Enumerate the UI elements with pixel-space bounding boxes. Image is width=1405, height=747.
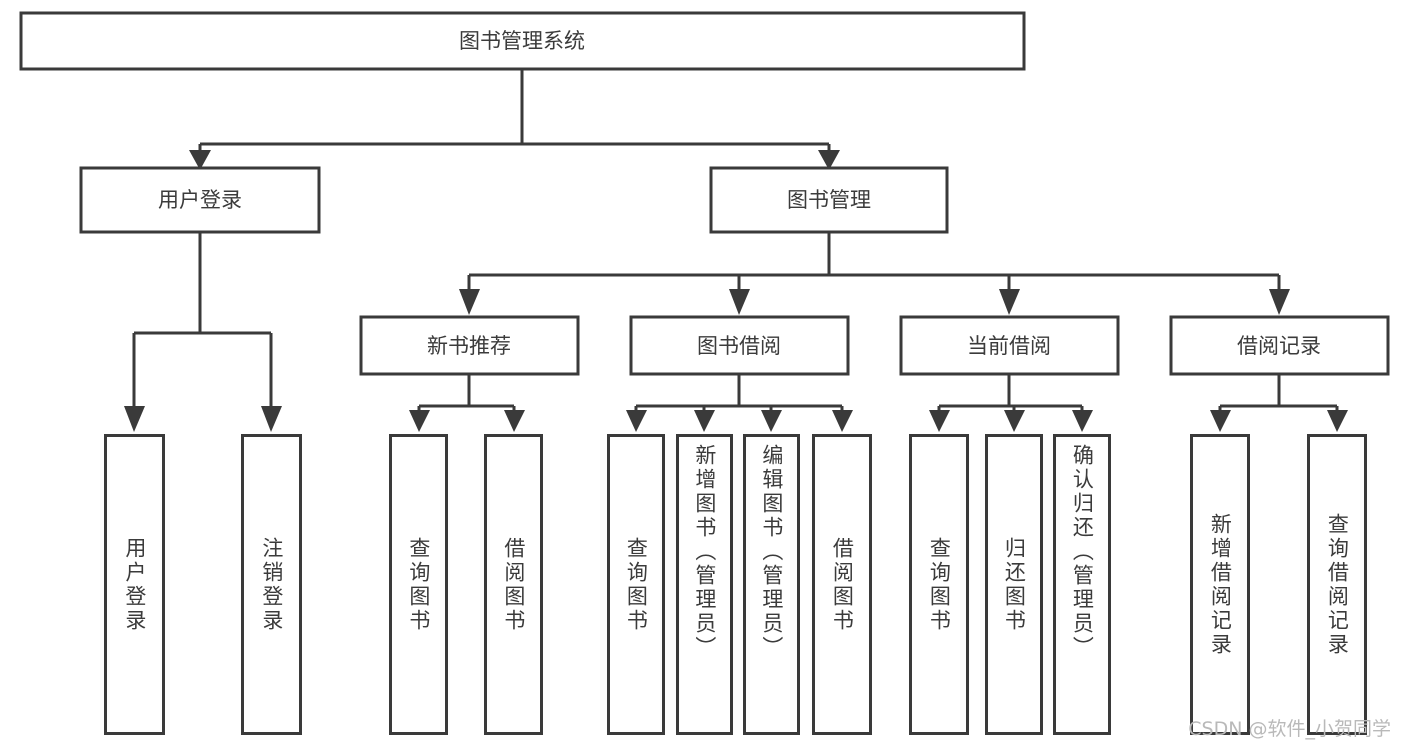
node-current-borrow-label: 当前借阅 [967,334,1051,358]
leaf-return-book[interactable]: 归还图书 [985,434,1043,735]
arrow-head-leaf-query-book-2 [626,410,647,432]
node-book-manage[interactable]: 图书管理 [709,166,949,234]
arrow-head-leaf-query-book-1 [409,410,430,432]
leaf-query-book-2-label: 查询图书 [624,536,649,633]
node-new-book-recommend-label: 新书推荐 [427,334,511,358]
node-title-label: 图书管理系统 [459,29,585,53]
node-borrow-record-rect[interactable] [1169,315,1390,376]
leaf-query-book-2[interactable]: 查询图书 [607,434,665,735]
arrow-head-leaf-edit-book-admin [761,410,782,432]
arrow-head-borrow-record [1269,289,1290,315]
node-book-borrow-label: 图书借阅 [697,334,781,358]
node-borrow-record[interactable]: 借阅记录 [1169,315,1390,376]
arrow-head-leaf-return-book [1004,410,1025,432]
leaf-query-borrow-record[interactable]: 查询借阅记录 [1307,434,1367,735]
leaf-add-borrow-record-label: 新增借阅记录 [1208,512,1233,657]
leaf-borrow-book-1-label: 借阅图书 [501,536,526,633]
arrow-head-leaf-confirm-return-admin [1072,410,1093,432]
leaf-confirm-return-admin[interactable]: 确认归还（管理员） [1053,434,1111,735]
node-current-borrow-rect[interactable] [899,315,1120,376]
leaf-borrow-book-2-label: 借阅图书 [830,536,855,633]
leaf-query-book-1[interactable]: 查询图书 [389,434,448,735]
arrow-head-book-manage [818,150,840,170]
leaf-confirm-return-admin-label: 确认归还（管理员） [1070,444,1095,660]
node-new-book-recommend-rect[interactable] [359,315,580,376]
leaf-query-book-3-label: 查询图书 [927,536,952,633]
node-book-manage-label: 图书管理 [787,188,871,212]
leaf-edit-book-admin[interactable]: 编辑图书（管理员） [743,434,800,735]
arrow-head-current-borrow [999,289,1020,315]
node-book-manage-rect[interactable] [709,166,949,234]
arrow-head-leaf-borrow-book-2 [832,410,853,432]
leaf-edit-book-admin-label: 编辑图书（管理员） [759,444,784,660]
arrow-head-leaf-logout [261,406,282,432]
node-book-borrow-rect[interactable] [629,315,850,376]
arrow-head-book-borrow [729,289,750,315]
arrow-head-leaf-user-login [124,406,145,432]
node-title-rect[interactable] [19,11,1026,71]
arrow-head-user-login [189,150,211,170]
node-book-borrow[interactable]: 图书借阅 [629,315,850,376]
leaf-logout-label: 注销登录 [259,536,284,633]
arrow-head-leaf-borrow-book-1 [504,410,525,432]
leaf-user-login-label: 用户登录 [122,536,147,633]
arrow-head-leaf-add-book-admin [694,410,715,432]
leaf-return-book-label: 归还图书 [1002,536,1027,633]
leaf-user-login[interactable]: 用户登录 [104,434,165,735]
leaf-query-borrow-record-label: 查询借阅记录 [1325,512,1350,657]
connector-group [124,69,1348,432]
leaf-borrow-book-2[interactable]: 借阅图书 [812,434,872,735]
node-user-login[interactable]: 用户登录 [79,166,321,234]
node-new-book-recommend[interactable]: 新书推荐 [359,315,580,376]
leaf-query-book-3[interactable]: 查询图书 [909,434,969,735]
node-current-borrow[interactable]: 当前借阅 [899,315,1120,376]
leaf-add-book-admin[interactable]: 新增图书（管理员） [676,434,733,735]
arrow-head-leaf-query-borrow-record [1327,410,1348,432]
leaf-borrow-book-1[interactable]: 借阅图书 [484,434,543,735]
arrow-head-leaf-add-borrow-record [1210,410,1231,432]
arrow-head-leaf-query-book-3 [929,410,950,432]
node-user-login-rect[interactable] [79,166,321,234]
leaf-logout[interactable]: 注销登录 [241,434,302,735]
node-borrow-record-label: 借阅记录 [1237,334,1321,358]
node-user-login-label: 用户登录 [158,188,242,212]
leaf-add-borrow-record[interactable]: 新增借阅记录 [1190,434,1250,735]
leaf-query-book-1-label: 查询图书 [406,536,431,633]
leaf-add-book-admin-label: 新增图书（管理员） [692,444,717,660]
arrow-head-new-book-recommend [459,289,480,315]
watermark-text: CSDN @软件_小贺同学 [1188,718,1391,740]
node-title[interactable]: 图书管理系统 [19,11,1026,71]
